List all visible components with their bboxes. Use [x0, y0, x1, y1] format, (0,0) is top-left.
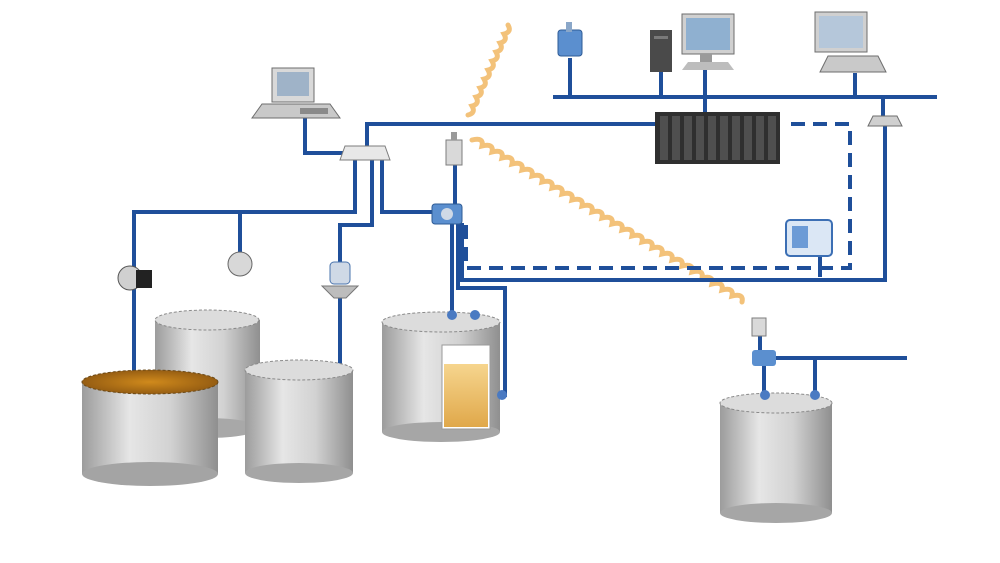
network-lines — [132, 58, 937, 397]
network-switch-left — [339, 145, 391, 161]
junction-box — [431, 203, 463, 225]
radar-gauge — [320, 261, 360, 299]
operator-workstation — [681, 13, 735, 70]
connector-dots — [447, 310, 820, 400]
workstation-top-right — [814, 11, 887, 73]
servo-gauge-1 — [117, 265, 152, 291]
wireless-signal-down — [469, 136, 745, 305]
field-communication-unit — [785, 219, 833, 257]
tank-4-with-level-window — [381, 311, 501, 442]
servo-gauge-2 — [227, 251, 253, 277]
network-switch-right — [867, 115, 903, 127]
tank-5-remote — [719, 392, 833, 523]
remote-transmitter — [751, 317, 776, 366]
server-tower — [650, 30, 672, 72]
workstation-top-left — [251, 67, 341, 119]
transmitter-wireless — [445, 132, 463, 166]
wireless-gateway — [557, 22, 583, 57]
tank-1-open-top — [81, 369, 219, 486]
control-system-rack — [655, 112, 780, 164]
wireless-signal-up — [465, 22, 512, 118]
tank-3 — [244, 359, 354, 483]
